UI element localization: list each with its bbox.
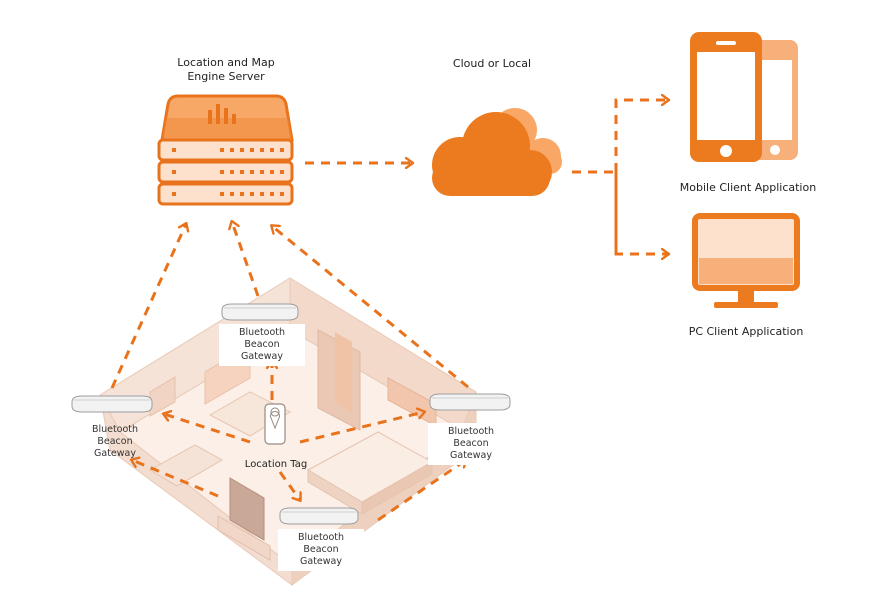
pc-monitor-icon bbox=[692, 213, 800, 308]
server-label-line2: Engine Server bbox=[187, 70, 265, 83]
mobile-phones-icon bbox=[690, 32, 798, 162]
arrow-cloud-to-pc bbox=[614, 172, 668, 254]
gateway-device-left bbox=[71, 395, 153, 413]
gateway-device-right bbox=[429, 393, 511, 411]
gateway-label-right: Bluetooth Beacon Gateway bbox=[428, 423, 514, 465]
mobile-client-label: Mobile Client Application bbox=[679, 181, 817, 194]
server-icon bbox=[157, 94, 294, 206]
room-bed-front bbox=[361, 461, 433, 515]
arrow-left-gateway-to-server bbox=[110, 224, 186, 389]
gateway-device-bottom bbox=[279, 507, 359, 525]
gateway-device-top bbox=[221, 303, 299, 321]
arrow-bottom-to-right-gateway bbox=[377, 460, 466, 522]
room-tv bbox=[229, 477, 265, 541]
location-tag-label: Location Tag bbox=[244, 459, 308, 470]
arrow-top-gateway-to-server bbox=[232, 222, 260, 297]
pc-client-label: PC Client Application bbox=[688, 325, 804, 338]
arrow-tag-to-bottom-gateway bbox=[278, 471, 300, 500]
cloud-label: Cloud or Local bbox=[452, 57, 532, 70]
gateway-label-left-line1: Bluetooth Beacon bbox=[91, 424, 139, 447]
arrow-tag-to-right-gateway bbox=[299, 412, 424, 444]
arrow-cloud-to-mobile bbox=[614, 100, 668, 252]
server-label: Location and Map Engine Server bbox=[162, 56, 290, 84]
room-cabinet bbox=[217, 515, 271, 561]
gateway-label-bottom: Bluetooth Beacon Gateway bbox=[278, 529, 364, 571]
gateway-label-bottom-line1: Bluetooth Beacon bbox=[297, 532, 345, 555]
connections bbox=[110, 100, 668, 522]
gateway-label-bottom-line2: Gateway bbox=[300, 556, 342, 567]
room-window bbox=[335, 332, 352, 412]
location-tag-icon bbox=[264, 403, 286, 445]
gateway-label-top: Bluetooth Beacon Gateway bbox=[219, 324, 305, 366]
arrow-right-gateway-to-server bbox=[272, 226, 469, 389]
gateway-label-left-line2: Gateway bbox=[94, 448, 136, 459]
server-label-line1: Location and Map bbox=[177, 56, 275, 69]
gateway-label-right-line2: Gateway bbox=[450, 450, 492, 461]
gateway-label-left: Bluetooth Beacon Gateway bbox=[72, 421, 158, 463]
gateway-label-right-line1: Bluetooth Beacon bbox=[447, 426, 495, 449]
gateway-label-top-line2: Gateway bbox=[241, 351, 283, 362]
room-desk bbox=[208, 391, 292, 437]
gateway-label-top-line1: Bluetooth Beacon bbox=[238, 327, 286, 350]
cloud-icon bbox=[432, 108, 562, 196]
